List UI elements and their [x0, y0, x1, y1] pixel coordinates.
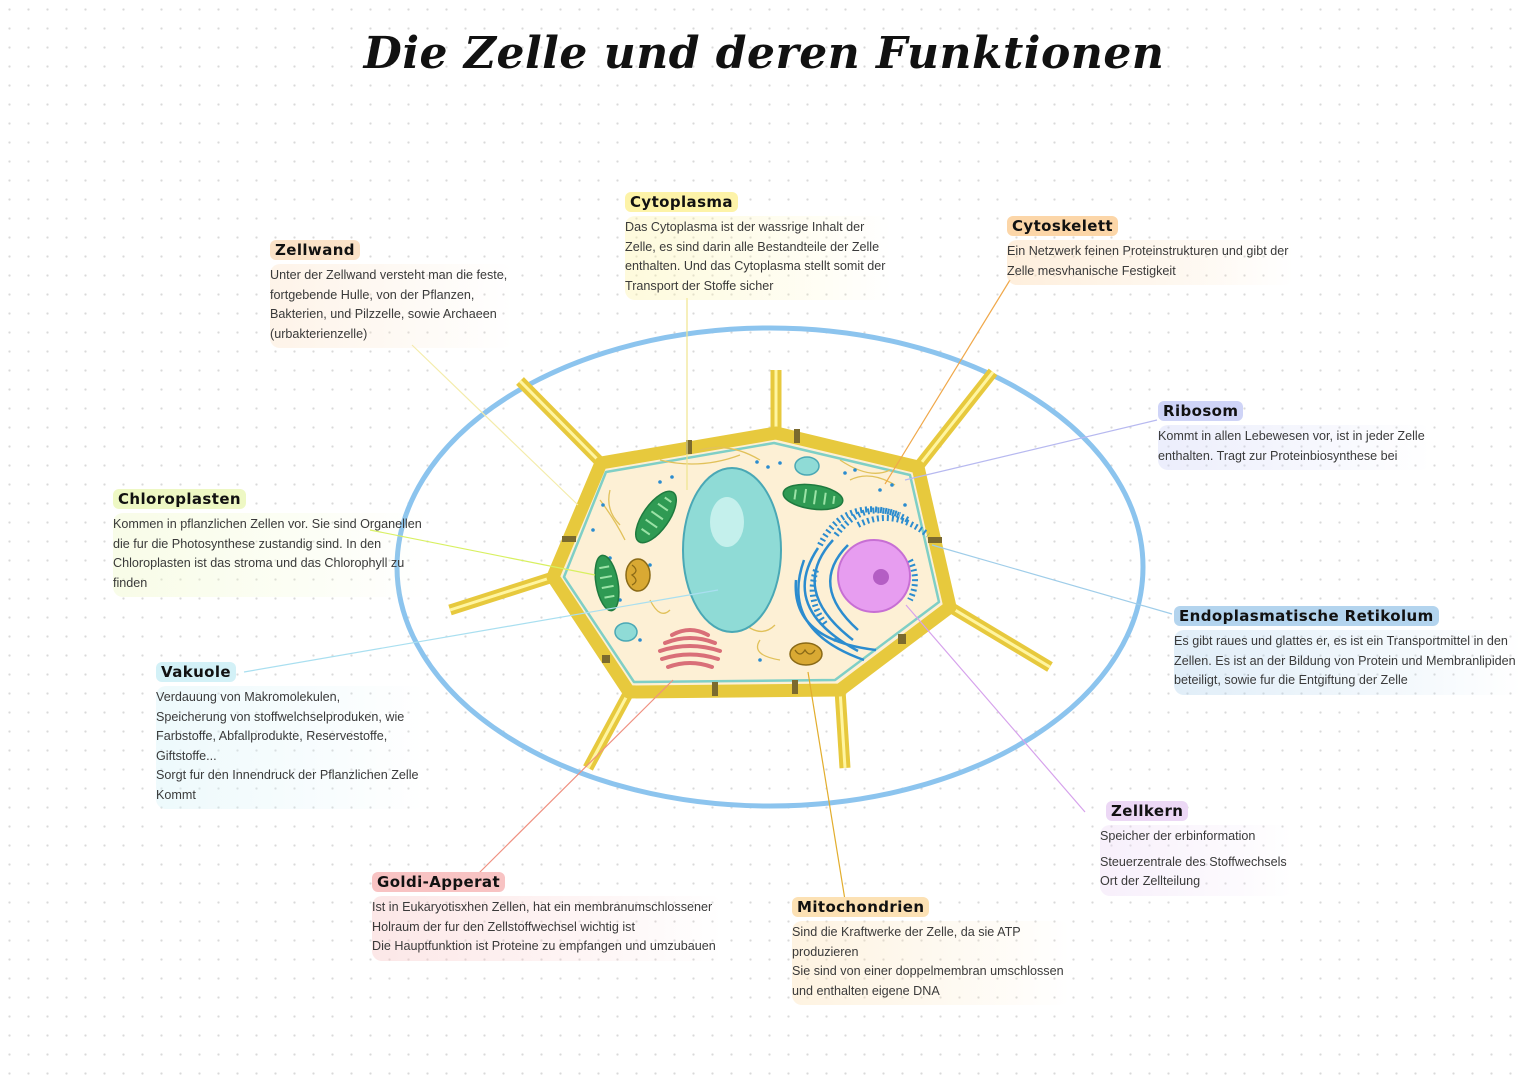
- label-chloroplasten-text: Kommen in pflanzlichen Zellen vor. Sie s…: [113, 513, 428, 597]
- vesicle-left: [614, 622, 638, 642]
- text-line: fortgebende Hulle, von der Pflanzen,: [270, 287, 475, 302]
- text-line: Zellen. Es ist an der Bildung von Protei…: [1174, 653, 1516, 668]
- text-line: Steuerzentrale des Stoffwechsels: [1100, 854, 1287, 869]
- text-line: Farbstoffe, Abfallprodukte, Reservestoff…: [156, 729, 388, 743]
- text-line: die fur die Photosynthese zustandig sind…: [113, 536, 382, 551]
- vacuole-highlight: [710, 497, 744, 547]
- page-title: Die Zelle und deren Funktionen: [363, 28, 1165, 79]
- label-zellkern-title: Zellkern: [1106, 801, 1189, 821]
- text-line: Sind die Kraftwerke der Zelle, da sie AT…: [792, 925, 1021, 939]
- label-er-title: Endoplasmatische Retikolum: [1174, 606, 1439, 626]
- text-line: Ein Netzwerk feinen Proteinstrukturen un…: [1007, 244, 1289, 258]
- text-line: Die Hauptfunktion ist Proteine zu empfan…: [372, 939, 716, 953]
- label-golgi-text: Ist in Eukaryotisxhen Zellen, hat ein me…: [372, 896, 722, 961]
- text-line: Kommt: [156, 787, 196, 802]
- text-line: beteiligt, sowie fur die Entgiftung der …: [1174, 673, 1408, 687]
- label-cytoskelett-title: Cytoskelett: [1007, 216, 1118, 236]
- text-line: Transport der Stoffe sicher: [625, 278, 774, 293]
- cytoskeleton: [599, 446, 896, 661]
- text-line: Ort der Zellteilung: [1100, 874, 1201, 888]
- label-ribosom-title: Ribosom: [1158, 401, 1244, 421]
- label-zellwand-title: Zellwand: [270, 240, 360, 260]
- label-chloroplasten-title: Chloroplasten: [113, 489, 246, 509]
- label-zellkern-text: Speicher der erbinformation Steuerzentra…: [1100, 825, 1293, 896]
- text-line: Giftstoffe...: [156, 748, 217, 763]
- leader-lines: [243, 279, 1173, 901]
- label-vakuole-title: Vakuole: [156, 662, 236, 682]
- label-golgi: Goldi-Apperat Ist in Eukaryotisxhen Zell…: [372, 872, 722, 961]
- cell-wall-extensions: [448, 368, 1053, 771]
- label-zellwand: Zellwand Unter der Zellwand versteht man…: [270, 240, 514, 348]
- text-line: Speicher der erbinformation: [1100, 829, 1256, 843]
- label-vakuole-text: Verdauung von Makromolekulen, Speicherun…: [156, 686, 425, 809]
- text-line: Holraum der fur den Zellstoffwechsel wic…: [372, 919, 635, 934]
- label-cytoskelett-text: Ein Netzwerk feinen Proteinstrukturen un…: [1007, 240, 1295, 285]
- vacuole-shape: [682, 467, 782, 633]
- vesicle-top: [794, 456, 820, 476]
- text-line: Ist in Eukaryotisxhen Zellen, hat ein me…: [372, 900, 713, 914]
- text-line: Unter der Zellwand versteht man die fest…: [270, 268, 508, 282]
- text-line: Zelle, es sind darin alle Bestandteile d…: [625, 239, 880, 254]
- text-line: Zelle mesvhanische Festigkeit: [1007, 263, 1176, 278]
- plasmodesmata: [562, 429, 942, 696]
- label-mitochondrien-text: Sind die Kraftwerke der Zelle, da sie AT…: [792, 921, 1070, 1005]
- label-er-text: Es gibt raues und glattes er, es ist ein…: [1174, 630, 1522, 695]
- chloroplasts: [594, 483, 844, 612]
- mitochondria: [625, 558, 823, 666]
- label-chloroplasten: Chloroplasten Kommen in pflanzlichen Zel…: [113, 489, 428, 597]
- text-line: enthalten. Tragt zur Proteinbiosynthese …: [1158, 448, 1398, 463]
- label-zellwand-text: Unter der Zellwand versteht man die fest…: [270, 264, 514, 348]
- label-mitochondrien: Mitochondrien Sind die Kraftwerke der Ze…: [792, 897, 1070, 1005]
- text-line: finden: [113, 575, 148, 590]
- outer-ellipse: [394, 325, 1146, 809]
- text-line: Verdauung von Makromolekulen,: [156, 690, 341, 704]
- label-cytoplasma: Cytoplasma Das Cytoplasma ist der wassri…: [625, 192, 892, 300]
- label-er: Endoplasmatische Retikolum Es gibt raues…: [1174, 606, 1522, 695]
- endoplasmic-reticulum: [794, 506, 930, 662]
- label-zellkern: Zellkern Speicher der erbinformation Ste…: [1100, 801, 1293, 896]
- text-line: Sorgt fur den Innendruck der Pflanzliche…: [156, 768, 419, 782]
- ribosomes: [591, 460, 907, 662]
- golgi-apparatus: [658, 628, 722, 669]
- text-line: Das Cytoplasma ist der wassrige Inhalt d…: [625, 220, 865, 234]
- label-ribosom: Ribosom Kommt in allen Lebewesen vor, is…: [1158, 401, 1431, 470]
- label-golgi-title: Goldi-Apperat: [372, 872, 506, 892]
- text-line: Kommen in pflanzlichen Zellen vor. Sie s…: [113, 517, 422, 531]
- text-line: produzieren: [792, 944, 859, 959]
- nucleolus: [873, 569, 889, 585]
- label-mitochondrien-title: Mitochondrien: [792, 897, 930, 917]
- text-line: Kommt in allen Lebewesen vor, ist in jed…: [1158, 429, 1425, 443]
- text-line: Sie sind von einer doppelmembran umschlo…: [792, 964, 1064, 978]
- label-cytoskelett: Cytoskelett Ein Netzwerk feinen Proteins…: [1007, 216, 1295, 285]
- text-line: Speicherung von stoffwelchselproduken, w…: [156, 709, 405, 724]
- text-line: Chloroplasten ist das stroma und das Chl…: [113, 556, 405, 570]
- label-ribosom-text: Kommt in allen Lebewesen vor, ist in jed…: [1158, 425, 1431, 470]
- label-vakuole: Vakuole Verdauung von Makromolekulen, Sp…: [156, 662, 425, 809]
- label-cytoplasma-text: Das Cytoplasma ist der wassrige Inhalt d…: [625, 216, 892, 300]
- text-line: und enthalten eigene DNA: [792, 983, 940, 998]
- text-line: enthalten. Und das Cytoplasma stellt som…: [625, 259, 886, 273]
- text-line: (urbakterienzelle): [270, 326, 368, 341]
- cell-membrane: [562, 441, 941, 684]
- label-cytoplasma-title: Cytoplasma: [625, 192, 738, 212]
- text-line: Es gibt raues und glattes er, es ist ein…: [1174, 634, 1508, 648]
- text-line: Bakterien, und Pilzzelle, sowie Archaeen: [270, 307, 497, 321]
